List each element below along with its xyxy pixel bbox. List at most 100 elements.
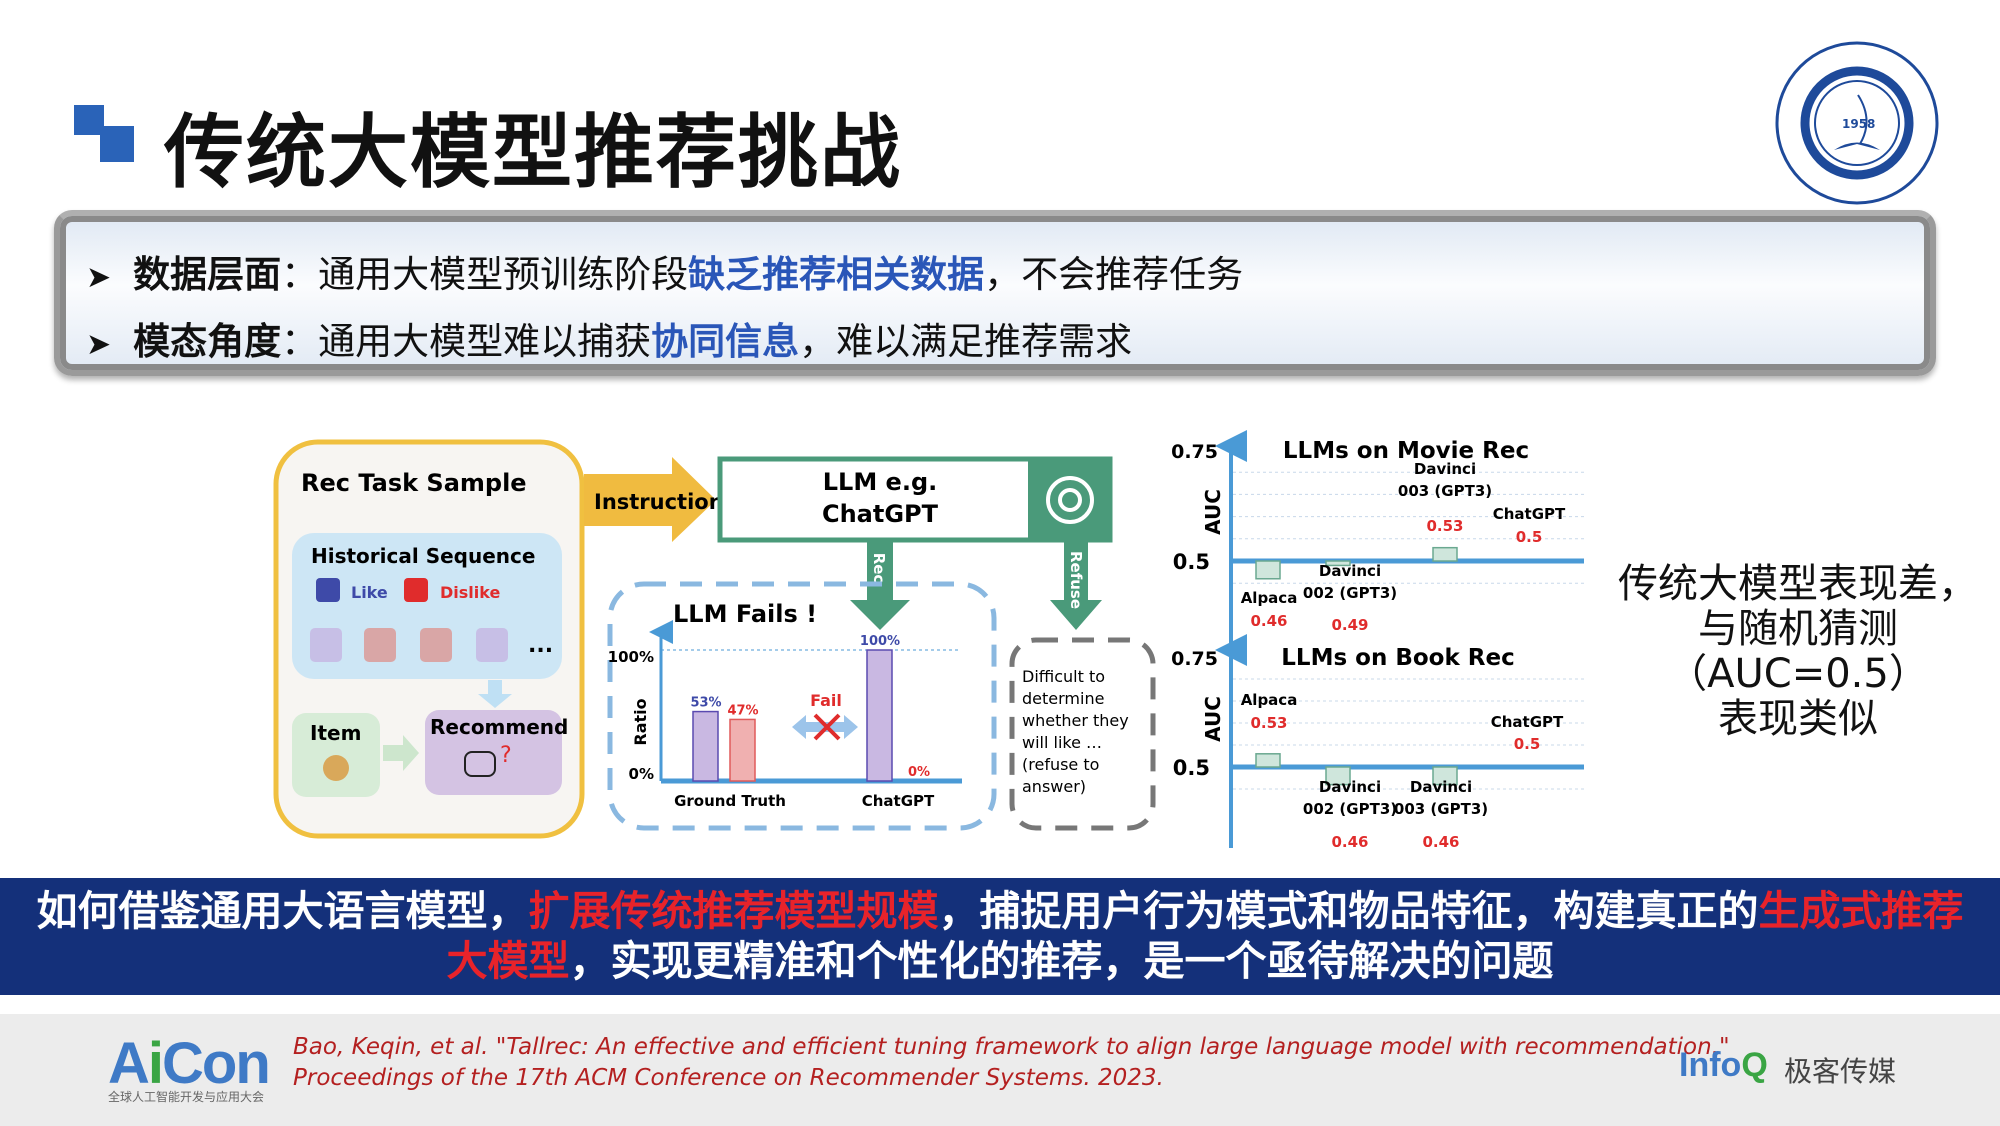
aicon-logo: AiCon bbox=[108, 1031, 271, 1096]
tick-label: 0.75 bbox=[1171, 441, 1218, 463]
category-label: 002 (GPT3) bbox=[1303, 800, 1397, 818]
tick-label: 0.75 bbox=[1171, 648, 1218, 670]
auc-bar bbox=[1325, 560, 1351, 567]
refuse-text-line: answer) bbox=[1022, 777, 1086, 796]
tick-label: 0% bbox=[629, 765, 654, 783]
tick-label: 100% bbox=[608, 648, 654, 666]
like-label: Like bbox=[351, 583, 388, 602]
data-label: 0.46 bbox=[1422, 833, 1459, 851]
bullet-data-level: ➤数据层面：通用大模型预训练阶段缺乏推荐相关数据，不会推荐任务 bbox=[86, 244, 1243, 298]
text-segment: 如何借鉴通用大语言模型， bbox=[36, 887, 529, 935]
refuse-text-line: whether they bbox=[1022, 711, 1129, 730]
text-segment: ：通用大模型难以捕获 bbox=[281, 320, 652, 363]
data-label: 53% bbox=[690, 696, 721, 711]
category-label: ChatGPT bbox=[862, 792, 935, 810]
llm-fails-box bbox=[607, 581, 997, 831]
category-label: 003 (GPT3) bbox=[1394, 800, 1488, 818]
data-label: 0.53 bbox=[1250, 714, 1287, 732]
openai-logo-icon bbox=[1046, 476, 1094, 524]
text-segment: ：通用大模型预训练阶段 bbox=[281, 253, 689, 296]
category-label: ChatGPT bbox=[1493, 505, 1566, 523]
page-title: 传统大模型推荐挑战 bbox=[164, 106, 902, 199]
refuse-text-line: determine bbox=[1022, 689, 1104, 708]
fail-indicator: Fail bbox=[792, 691, 858, 741]
refuse-box bbox=[1009, 637, 1156, 831]
tick-label: 0.5 bbox=[1173, 756, 1210, 780]
llm-fails-title: LLM Fails ! bbox=[673, 600, 817, 628]
arrowhead-bullet-icon: ➤ bbox=[86, 327, 112, 362]
y-axis-label: AUC bbox=[1201, 489, 1225, 535]
citation: Bao, Keqin, et al. "Tallrec: An effectiv… bbox=[293, 1032, 1730, 1094]
cable-item-icon bbox=[420, 628, 452, 662]
historical-sequence-label: Historical Sequence bbox=[311, 544, 535, 568]
infoq-chinese-name: 极客传媒 bbox=[1784, 1055, 1897, 1088]
text-segment: ，难以满足推荐需求 bbox=[799, 320, 1133, 363]
text-segment: ，实现更精准和个性化的推荐，是一个亟待解决的问题 bbox=[569, 937, 1554, 985]
question-mark-icon: ? bbox=[500, 743, 512, 768]
data-label: 0.5 bbox=[1514, 735, 1541, 753]
ellipsis: ... bbox=[528, 633, 553, 658]
conclusion-line: 与随机猜测 bbox=[1698, 606, 1898, 652]
thumbs-down-icon bbox=[404, 578, 428, 602]
infoq-logo: InfoQ bbox=[1679, 1046, 1768, 1084]
data-label: 0.49 bbox=[1331, 616, 1368, 634]
title-decoration-square bbox=[74, 105, 104, 135]
book-item-icon bbox=[310, 628, 342, 662]
category-label: Davinci bbox=[1319, 778, 1381, 796]
bar-like bbox=[866, 649, 893, 782]
category-label: ChatGPT bbox=[1491, 713, 1564, 731]
y-axis-label: AUC bbox=[1201, 696, 1225, 742]
highlighted-text: 协同信息 bbox=[651, 320, 800, 363]
category-label: Davinci bbox=[1410, 778, 1472, 796]
teddy-bear-icon bbox=[323, 755, 349, 781]
highlighted-text: 生成式推荐 bbox=[1758, 887, 1964, 935]
category-label: Davinci bbox=[1319, 562, 1381, 580]
pants-item-icon bbox=[364, 628, 396, 662]
right-arrow-icon bbox=[383, 735, 419, 771]
conclusion-line: 表现类似 bbox=[1718, 696, 1878, 742]
challenge-bullets-panel: ➤数据层面：通用大模型预训练阶段缺乏推荐相关数据，不会推荐任务 ➤模态角度：通用… bbox=[54, 210, 1936, 376]
conclusion-line: 传统大模型表现差， bbox=[1618, 561, 1978, 607]
highlighted-text: 缺乏推荐相关数据 bbox=[688, 253, 985, 296]
auc-bar bbox=[1325, 766, 1351, 786]
banner-line: 如何借鉴通用大语言模型，扩展传统推荐模型规模，捕捉用户行为模式和物品特征，构建真… bbox=[0, 886, 2000, 936]
title-decoration-square bbox=[100, 126, 134, 162]
hanger-item-icon bbox=[476, 628, 508, 662]
dislike-label: Dislike bbox=[440, 583, 500, 602]
category-label: 002 (GPT3) bbox=[1303, 584, 1397, 602]
data-label: 0.5 bbox=[1516, 528, 1543, 546]
conclusion-line: （AUC=0.5） bbox=[1667, 651, 1929, 697]
cross-icon bbox=[813, 713, 841, 741]
tick-label: 0.5 bbox=[1173, 550, 1210, 574]
instruction-arrow: Instruction bbox=[584, 457, 724, 542]
data-label: 0% bbox=[908, 765, 930, 780]
robot-icon bbox=[464, 751, 496, 777]
rec-task-sample-panel: Rec Task Sample Historical Sequence Like… bbox=[273, 439, 585, 839]
chart-title: LLMs on Movie Rec bbox=[1283, 438, 1529, 464]
auc-bar bbox=[1432, 546, 1458, 562]
highlighted-text: 大模型 bbox=[446, 937, 570, 985]
university-seal-logo: 1958 bbox=[1775, 41, 1939, 205]
refuse-arrow: Refuse bbox=[1050, 542, 1102, 630]
instruction-label: Instruction bbox=[594, 490, 724, 514]
auc-bar bbox=[1432, 766, 1458, 786]
data-label: 0.46 bbox=[1331, 833, 1368, 851]
highlighted-text: 扩展传统推荐模型规模 bbox=[528, 887, 939, 935]
category-label: 003 (GPT3) bbox=[1398, 482, 1492, 500]
down-arrow-icon bbox=[478, 680, 512, 708]
recommend-label: Recommend bbox=[430, 715, 568, 739]
llm-box: LLM e.g. ChatGPT bbox=[717, 456, 1113, 543]
aicon-subtitle: 全球人工智能开发与应用大会 bbox=[108, 1090, 265, 1104]
data-label: 100% bbox=[860, 634, 900, 649]
refuse-text-line: (refuse to bbox=[1022, 755, 1099, 774]
logo-year: 1958 bbox=[1842, 117, 1875, 131]
text-segment: ，不会推荐任务 bbox=[984, 253, 1244, 296]
text-segment: 数据层面 bbox=[133, 253, 282, 296]
refuse-label: Refuse bbox=[1067, 551, 1085, 609]
citation-line: Bao, Keqin, et al. "Tallrec: An effectiv… bbox=[293, 1034, 1730, 1060]
